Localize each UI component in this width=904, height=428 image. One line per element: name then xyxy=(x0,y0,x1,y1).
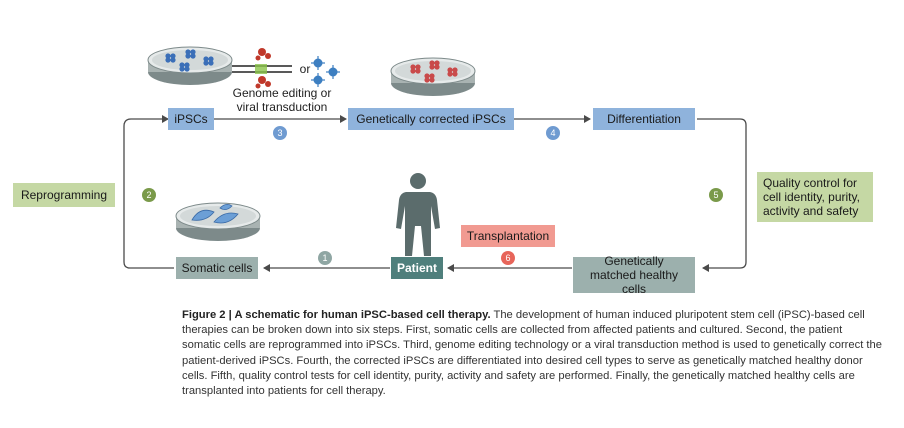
petri-dish-icon xyxy=(175,202,261,241)
crispr-icon xyxy=(232,48,292,89)
transplantation-box: Transplantation xyxy=(461,225,555,247)
virus-icon xyxy=(311,56,340,87)
patient-box: Patient xyxy=(391,257,443,279)
reprogramming-box: Reprogramming xyxy=(13,183,115,207)
arrow-quality xyxy=(697,118,747,272)
somatic-cells-box: Somatic cells xyxy=(176,257,258,279)
caption-title: Figure 2 | A schematic for human iPSC-ba… xyxy=(182,309,491,321)
step-3-badge: 3 xyxy=(273,126,287,140)
differentiation-box: Differentiation xyxy=(593,108,695,130)
step-4-badge: 4 xyxy=(546,126,560,140)
ipscs-box: iPSCs xyxy=(168,108,214,130)
figure-caption: Figure 2 | A schematic for human iPSC-ba… xyxy=(182,308,882,399)
petri-dish-icon xyxy=(390,57,476,96)
diagram-graphics xyxy=(123,46,747,272)
corrected-ipscs-box: Genetically corrected iPSCs xyxy=(348,108,514,130)
human-figure-icon xyxy=(396,173,440,256)
healthy-cells-box: Genetically matched healthy cells xyxy=(573,254,695,296)
step-6-badge: 6 xyxy=(501,251,515,265)
step-2-badge: 2 xyxy=(142,188,156,202)
caption-body: The development of human induced pluripo… xyxy=(182,309,882,398)
petri-dish-icon xyxy=(147,46,233,85)
step-1-badge: 1 xyxy=(318,251,332,265)
editing-label: Genome editing or viral transduction xyxy=(232,86,332,114)
quality-control-box: Quality control for cell identity, purit… xyxy=(757,172,873,222)
step-5-badge: 5 xyxy=(709,188,723,202)
or-label: or xyxy=(299,62,311,76)
arrow-reprogramming xyxy=(123,115,174,269)
